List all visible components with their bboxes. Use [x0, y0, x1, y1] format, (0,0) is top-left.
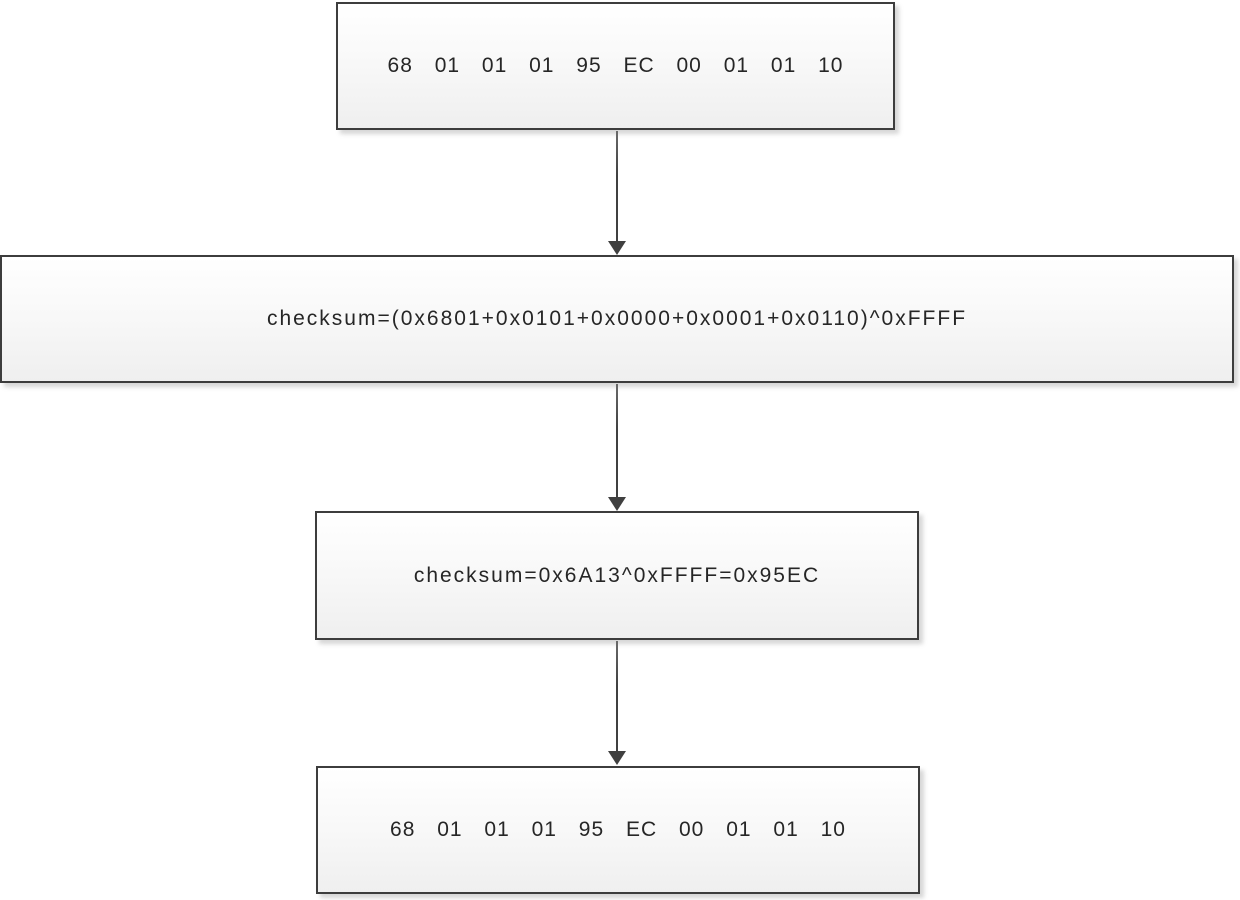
arrow-line: [616, 641, 618, 754]
flow-node-packet-input: 68 01 01 01 95 EC 00 01 01 10: [336, 2, 895, 130]
flow-node-checksum-formula: checksum=(0x6801+0x0101+0x0000+0x0001+0x…: [0, 255, 1234, 383]
flow-node-checksum-result: checksum=0x6A13^0xFFFF=0x95EC: [315, 511, 919, 640]
arrowhead-down-icon: [608, 241, 626, 255]
arrowhead-down-icon: [608, 751, 626, 765]
connector-arrow-2: [607, 384, 627, 511]
arrow-line: [616, 131, 618, 244]
connector-arrow-1: [607, 131, 627, 255]
checksum-result-label: checksum=0x6A13^0xFFFF=0x95EC: [413, 563, 821, 587]
arrowhead-down-icon: [608, 497, 626, 511]
flow-node-packet-output: 68 01 01 01 95 EC 00 01 01 10: [316, 766, 920, 894]
packet-input-label: 68 01 01 01 95 EC 00 01 01 10: [387, 54, 844, 77]
packet-output-label: 68 01 01 01 95 EC 00 01 01 10: [390, 818, 846, 841]
arrow-line: [616, 384, 618, 500]
connector-arrow-3: [607, 641, 627, 765]
checksum-formula-label: checksum=(0x6801+0x0101+0x0000+0x0001+0x…: [266, 307, 968, 330]
